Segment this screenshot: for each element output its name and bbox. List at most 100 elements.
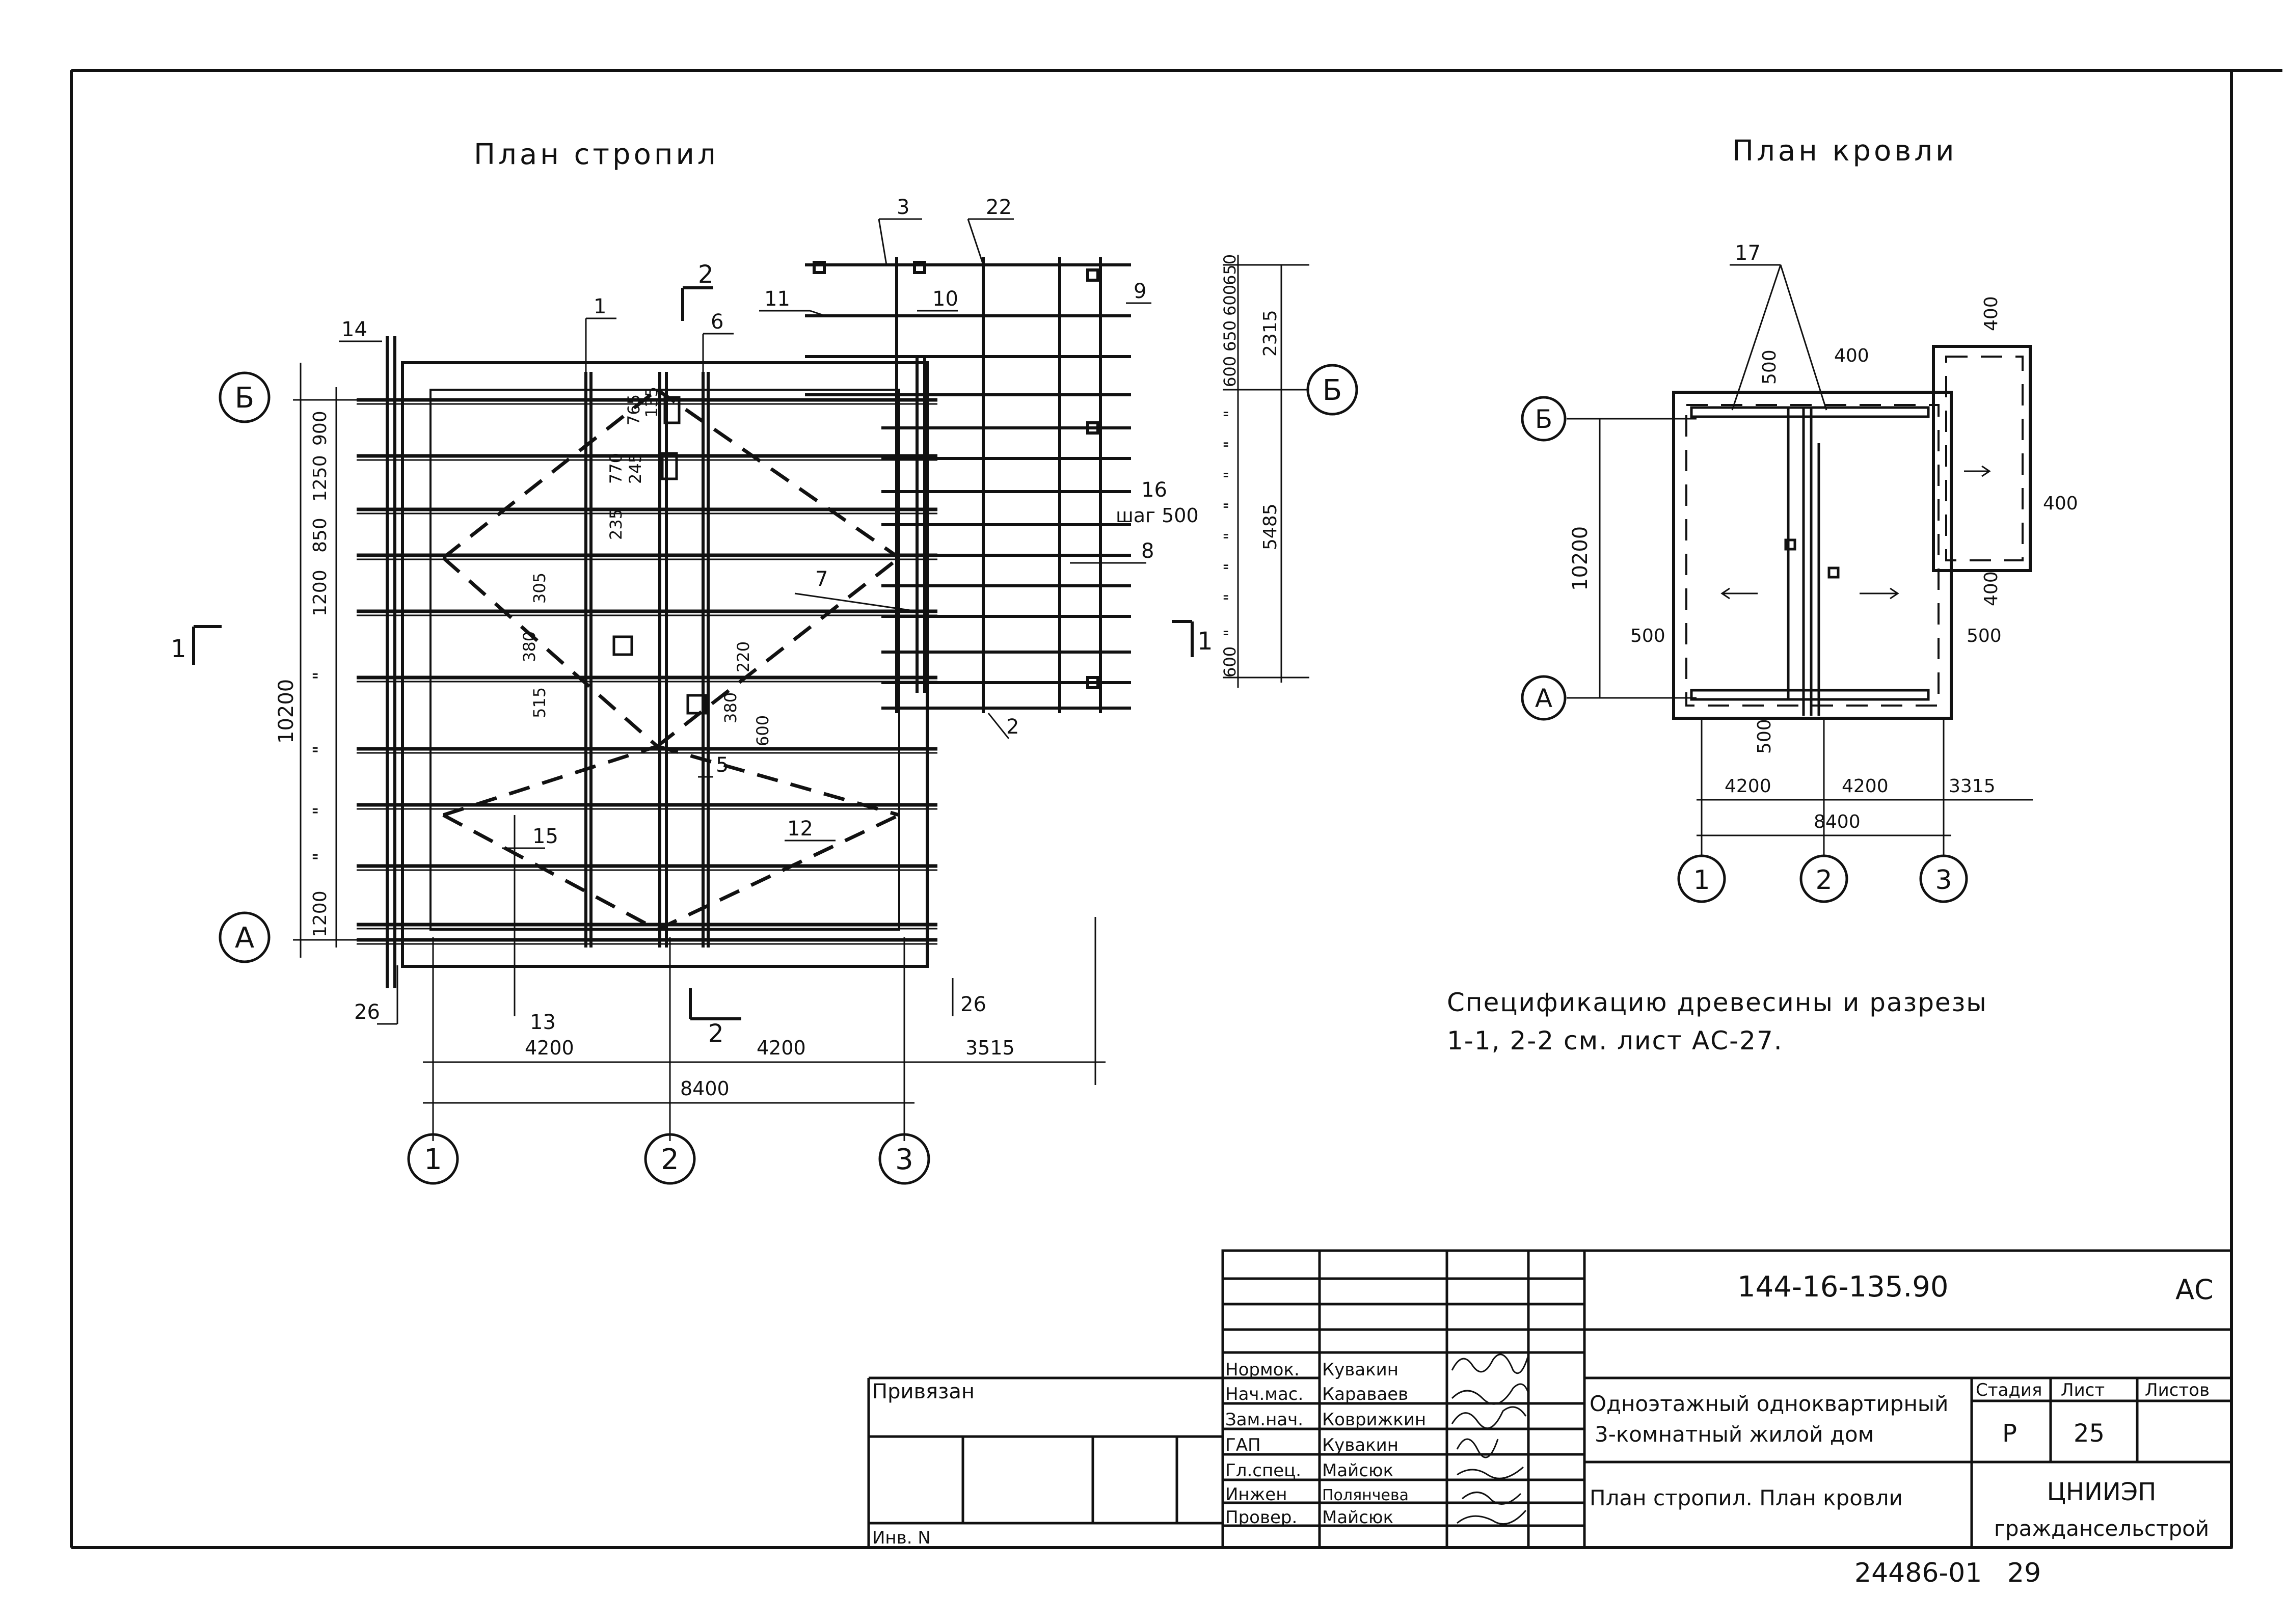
callout-7: 7: [815, 567, 828, 591]
axis-bubble-rb-right: Б: [1306, 364, 1358, 416]
sheet-title: План стропил. План кровли: [1590, 1485, 1903, 1510]
svg-text:Майсюк: Майсюк: [1322, 1460, 1393, 1481]
posts: [612, 396, 707, 715]
svg-text:500: 500: [1967, 626, 2002, 646]
roof-ridges: [1690, 406, 1930, 716]
roof-axes-lines: [1567, 418, 2033, 856]
svg-text:": ": [1220, 441, 1240, 448]
title-block: 144-16-135.90 АС Привязан Инв. N Нормок.…: [867, 1249, 2233, 1549]
svg-text:3: 3: [895, 1143, 913, 1176]
svg-text:Караваев: Караваев: [1322, 1384, 1408, 1404]
section-label-1-left: 1: [171, 635, 186, 663]
svg-text:500: 500: [1759, 349, 1780, 385]
svg-text:600: 600: [1220, 356, 1240, 387]
callout-11: 11: [764, 287, 790, 311]
callout-1: 1: [594, 295, 606, 318]
svg-text:2315: 2315: [1260, 310, 1281, 357]
stamp-roles: Нормок. Нач.мас. Зам.нач. ГАП Гл.спец. И…: [1225, 1360, 1303, 1528]
svg-text:650: 650: [1220, 254, 1240, 285]
svg-text:400: 400: [1981, 571, 2002, 606]
svg-text:220: 220: [734, 641, 753, 672]
svg-text:380: 380: [520, 631, 539, 662]
inner-dimension-texts: 765 135 770 245 235 305 380 515 220 380 …: [520, 387, 772, 746]
roof-axis-bubble-1: 1: [1677, 854, 1726, 903]
svg-text:900: 900: [310, 411, 331, 446]
svg-text:": ": [310, 852, 331, 861]
svg-text:Зам.нач.: Зам.нач.: [1225, 1410, 1303, 1430]
svg-text:1250: 1250: [310, 455, 331, 502]
svg-text:1: 1: [1693, 865, 1710, 896]
callout-16: 16: [1141, 478, 1167, 502]
svg-text:1200: 1200: [310, 570, 331, 616]
svg-text:10200: 10200: [1569, 526, 1592, 591]
roof-axis-bubble-2: 2: [1799, 854, 1848, 903]
slope-arrows: [1720, 465, 1991, 600]
axis-bubble-ra: А: [219, 911, 271, 963]
roof-axis-bubble-b: Б: [1521, 396, 1567, 442]
svg-text:380: 380: [721, 692, 740, 723]
callout-12: 12: [787, 817, 813, 841]
roof-callout-17-leader: [1730, 264, 1827, 411]
svg-text:600: 600: [1220, 646, 1240, 678]
roof-callout-17: 17: [1735, 241, 1761, 265]
footer-page: 29: [2007, 1558, 2041, 1588]
callout-26-left: 26: [354, 1000, 380, 1024]
callout-15: 15: [532, 825, 558, 848]
svg-text:Инжен: Инжен: [1225, 1484, 1287, 1505]
footer-number: 24486-01: [1854, 1558, 1982, 1588]
svg-text:770: 770: [606, 453, 626, 484]
callout-10: 10: [932, 287, 958, 311]
svg-text:400: 400: [2043, 493, 2078, 514]
callout-14: 14: [341, 318, 367, 341]
svg-text:ГАП: ГАП: [1225, 1435, 1261, 1455]
callout-8: 8: [1141, 539, 1154, 563]
axis-bubble-rb: Б: [219, 371, 271, 423]
svg-text:8400: 8400: [1814, 811, 1861, 832]
svg-text:650: 650: [1220, 320, 1240, 351]
axis-bubble-c3: 3: [878, 1133, 930, 1185]
svg-text:Провер.: Провер.: [1225, 1507, 1297, 1528]
callout-22: 22: [986, 196, 1012, 219]
stage-value: Р: [2002, 1419, 2017, 1448]
callout-2: 2: [1006, 715, 1019, 739]
right-dimension-lines: [1223, 255, 1309, 688]
svg-text:Б: Б: [1535, 404, 1552, 434]
svg-text:": ": [1220, 532, 1240, 540]
sheets-label: Листов: [2145, 1380, 2210, 1400]
svg-text:305: 305: [530, 573, 549, 604]
svg-text:4200: 4200: [1725, 776, 1771, 797]
svg-text:": ": [1220, 593, 1240, 601]
doc-code: 144-16-135.90: [1737, 1270, 1949, 1304]
svg-text:": ": [1220, 629, 1240, 637]
svg-text:Кувакин: Кувакин: [1322, 1360, 1398, 1380]
roof-axis-bubble-a: А: [1521, 675, 1567, 721]
callout-9: 9: [1134, 280, 1146, 303]
svg-text:2: 2: [661, 1143, 679, 1176]
svg-text:850: 850: [310, 518, 331, 553]
section-label-2-top: 2: [698, 260, 714, 289]
svg-text:Майсюк: Майсюк: [1322, 1507, 1393, 1528]
rafters-plan: Б А Б 1 2 3 1 1: [171, 196, 1358, 1185]
rafter-beams: [357, 398, 937, 945]
right-dimension-texts: 650 600 650 600 " " " " " " " " 600 2315…: [1220, 254, 1281, 678]
svg-text:А: А: [1535, 684, 1552, 713]
stage-label: Стадия: [1976, 1380, 2042, 1400]
svg-text:Полянчева: Полянчева: [1322, 1486, 1409, 1504]
svg-text:400: 400: [1834, 345, 1869, 366]
callouts: [339, 218, 1151, 1025]
purlins: [386, 336, 926, 988]
svg-text:500: 500: [1630, 626, 1665, 646]
rafters-axes-lines: [293, 389, 1284, 1141]
svg-text:4200: 4200: [525, 1037, 574, 1059]
callout-26-right: 26: [960, 993, 986, 1016]
svg-text:Б: Б: [1323, 374, 1342, 407]
svg-text:4200: 4200: [757, 1037, 806, 1059]
svg-text:400: 400: [1981, 296, 2002, 331]
org-line-2: граждансельстрой: [1994, 1516, 2209, 1541]
sheet-label: Лист: [2061, 1380, 2105, 1400]
svg-text:3515: 3515: [965, 1037, 1015, 1059]
section-mark-1-left: [192, 625, 222, 665]
svg-text:Кувакин: Кувакин: [1322, 1435, 1398, 1455]
svg-text:5485: 5485: [1260, 503, 1281, 550]
